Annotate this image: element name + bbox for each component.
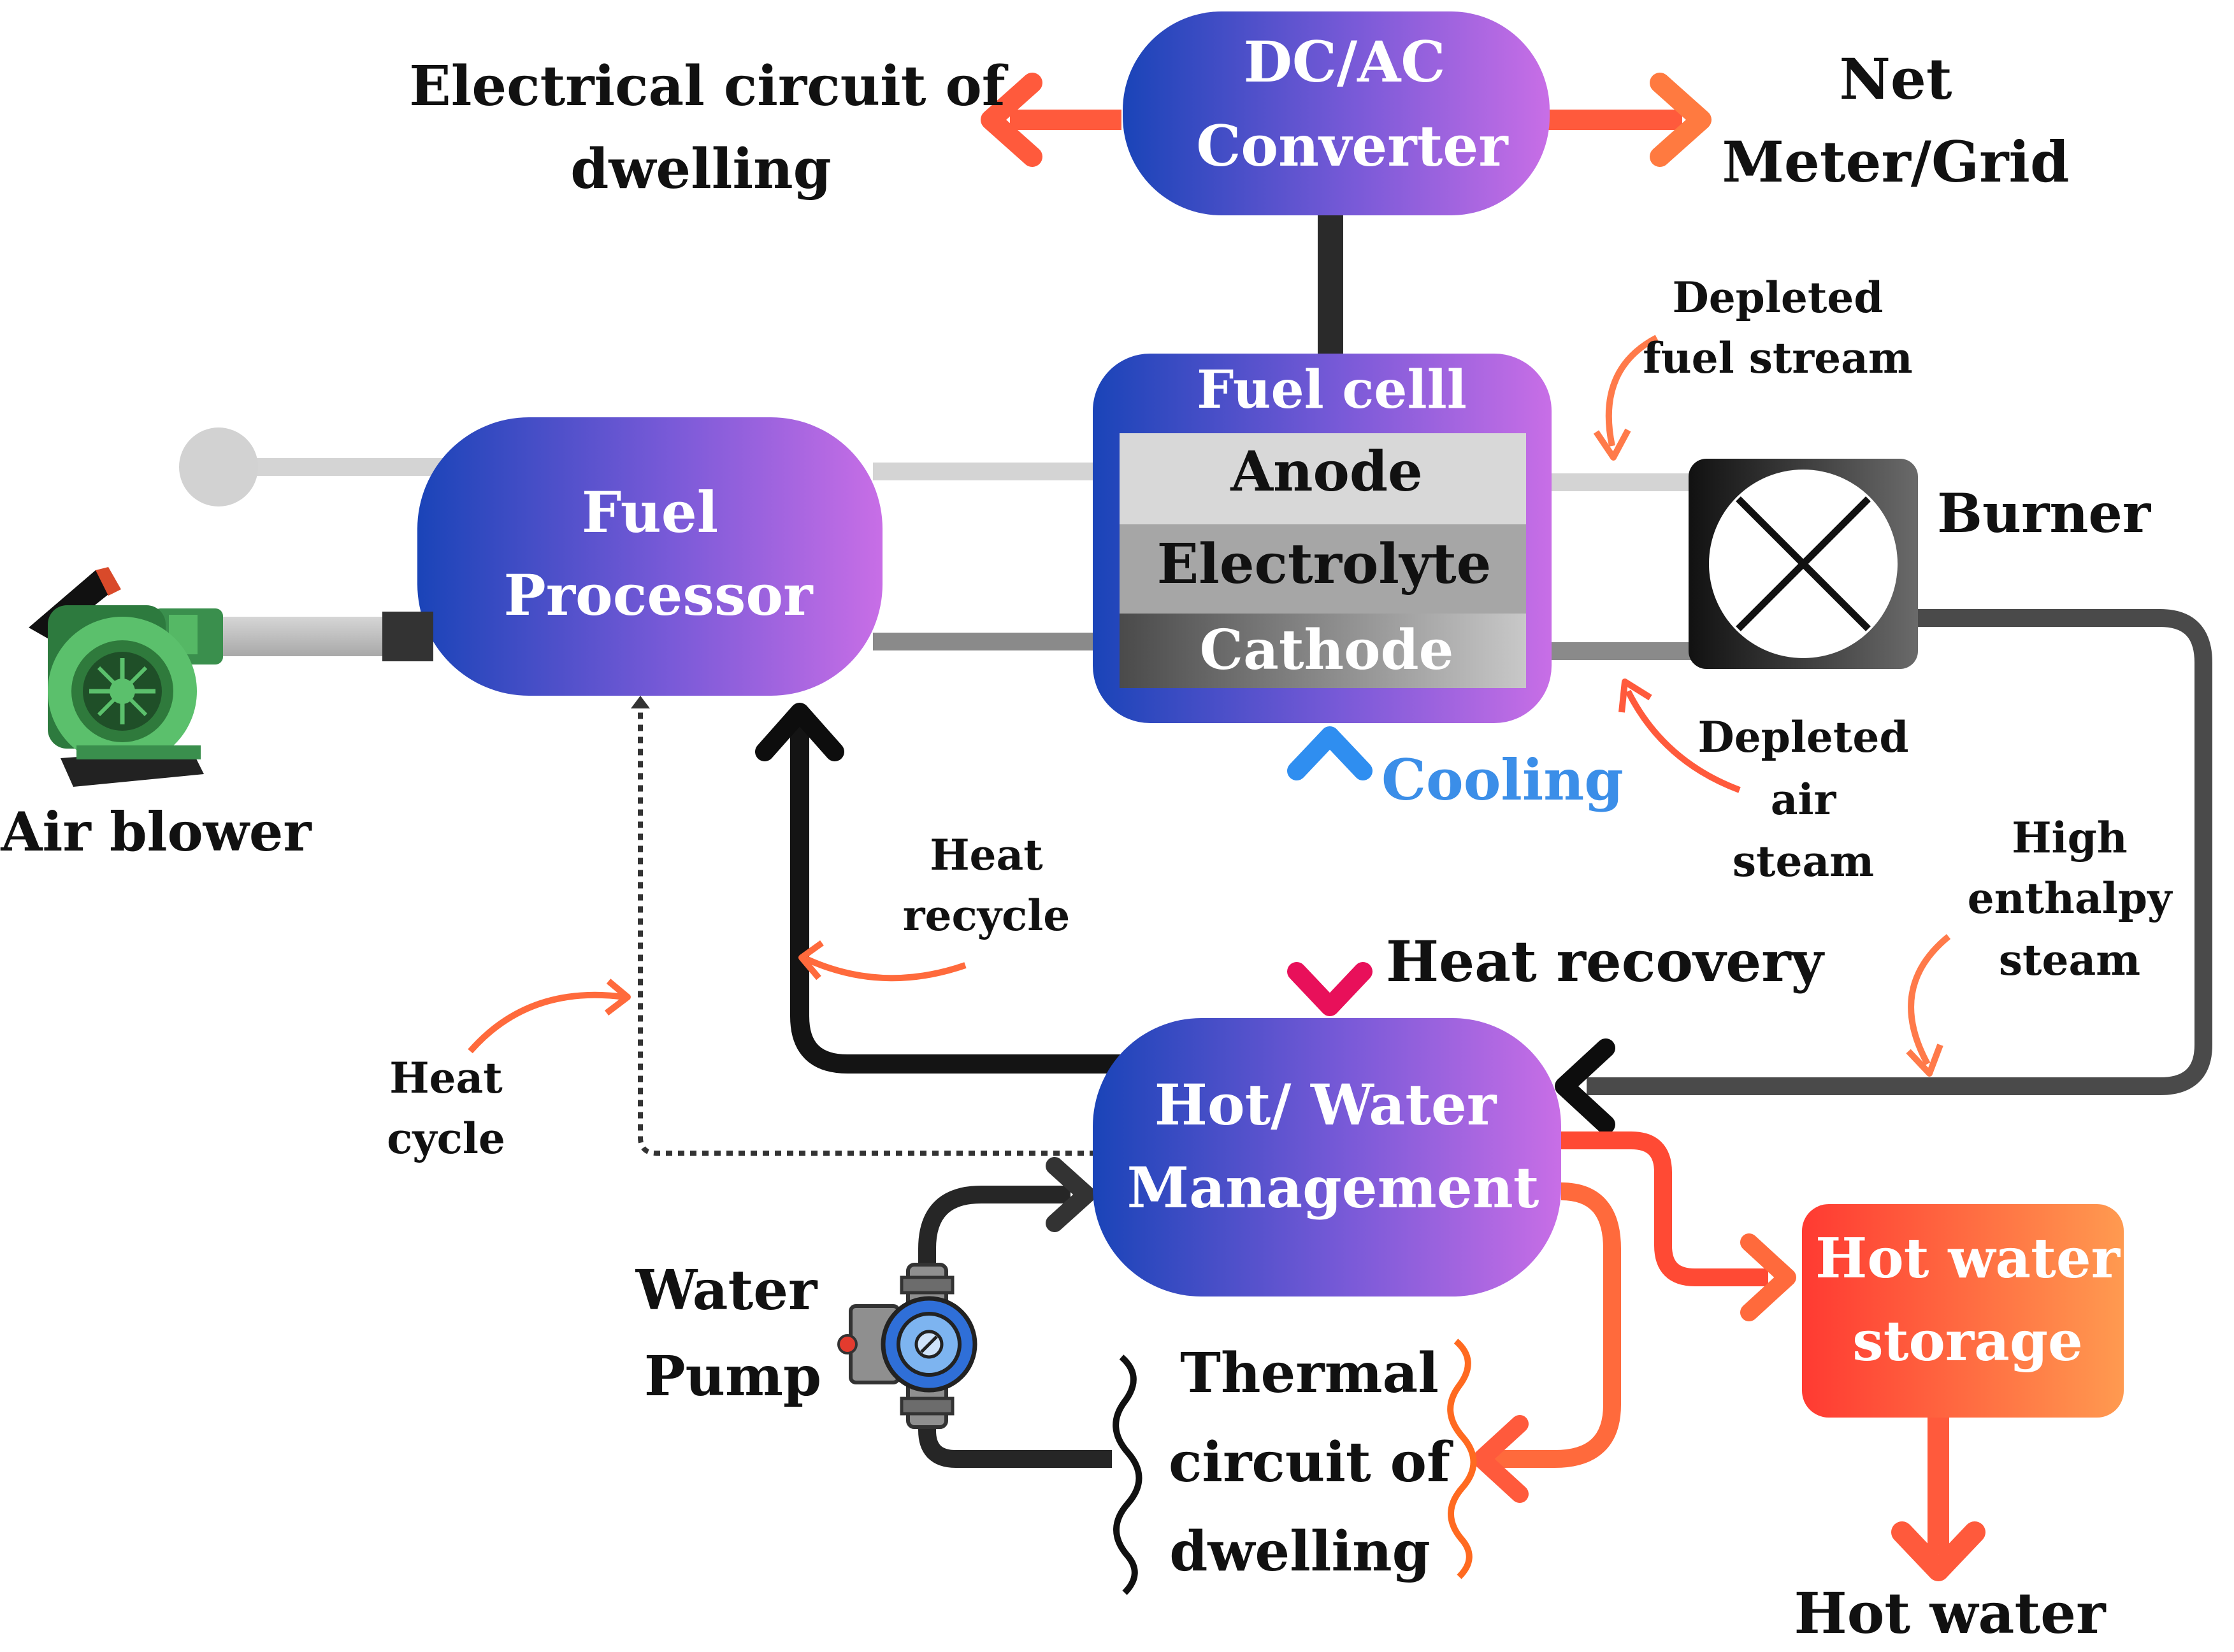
heat-recycle-loop [790, 720, 1134, 1074]
cathode-label: Cathode [1200, 618, 1454, 682]
heat-recovery-label: Heat recovery [1386, 928, 1826, 995]
depleted-air-line1: Depleted [1697, 712, 1908, 762]
fuel-processor-line2: Processor [504, 562, 814, 628]
depleted-air-line3: steam [1733, 837, 1874, 886]
electrical-circuit-line2: dwelling [570, 137, 832, 201]
converter-line2: Converter [1196, 113, 1509, 179]
high-enthalpy-pointer [1908, 934, 1951, 1066]
depleted-air-pointer-head [1618, 679, 1652, 713]
heat-recycle-arrowhead [755, 703, 844, 761]
converter-fuel-cell-link [1318, 210, 1343, 366]
high-enthalpy-line1: High [2012, 813, 2128, 863]
heat-cycle-line2: cycle [387, 1114, 505, 1163]
depleted-fuel-pointer [1605, 334, 1659, 447]
storage-supply-arrow [1561, 1131, 1768, 1286]
burner-cross-b [1736, 496, 1871, 631]
storage-supply-arrowhead [1740, 1233, 1796, 1321]
converter-line1: DC/AC [1244, 29, 1446, 95]
electrical-circuit-line1: Electrical circuit of [409, 54, 1009, 119]
burner-exhaust-pipe [1587, 609, 2212, 1095]
electrolyte-label: Electrolyte [1157, 532, 1492, 596]
depleted-air-pointer [1625, 689, 1741, 793]
thermal-circuit-arrowhead [1473, 1415, 1529, 1503]
heat-cycle-line1: Heat [389, 1053, 503, 1103]
depleted-fuel-line1: Depleted [1672, 273, 1883, 322]
burner-label: Burner [1937, 482, 2152, 545]
net-meter-line2: Meter/Grid [1722, 129, 2069, 195]
heat-recycle-pointer-head [798, 940, 824, 980]
hot-water-outlet-arrowhead [1891, 1521, 1985, 1581]
cooling-label: Cooling [1381, 747, 1624, 813]
air-blower-label: Air blower [0, 800, 312, 863]
burner-exhaust-arrowhead [1555, 1038, 1615, 1134]
fuel-inlet-valve [179, 427, 258, 506]
storage-line2: storage [1852, 1309, 2082, 1374]
pump-outlet-arrowhead [1046, 1157, 1095, 1232]
converter-right-arrowhead [1650, 73, 1712, 167]
heat-recovery-arrowhead-down [1287, 962, 1373, 1016]
storage-line1: Hot water [1815, 1226, 2121, 1291]
thermal-circuit-line1: Thermal [1180, 1341, 1439, 1405]
heat-cycle-arrowhead [631, 696, 650, 708]
air-blower-icon [29, 567, 433, 787]
heat-cycle-pointer [468, 991, 625, 1054]
depleted-air-line2: air [1771, 775, 1837, 824]
hot-water-label: Hot water [1794, 1580, 2107, 1646]
heat-cycle-pointer-head [604, 979, 631, 1016]
hot-water-management-box [1093, 1018, 1561, 1296]
heat-recycle-pointer [804, 956, 967, 982]
thermal-circuit-wave-orange [1447, 1339, 1477, 1579]
water-pump-line2: Pump [644, 1344, 821, 1409]
water-pump-icon [837, 1263, 977, 1429]
hwm-line2: Management [1127, 1154, 1539, 1221]
anode-label: Anode [1230, 440, 1422, 504]
high-enthalpy-line2: enthalpy [1968, 873, 2173, 923]
fuel-cell-title: Fuel celll [1197, 359, 1467, 420]
depleted-fuel-pointer-head [1593, 428, 1631, 461]
fuel-processor-line1: Fuel [582, 479, 718, 545]
heat-cycle-dotted-line [638, 707, 1096, 1156]
thermal-circuit-wave-black [1113, 1354, 1142, 1595]
high-enthalpy-line3: steam [1999, 935, 2140, 985]
pump-outlet-pipe [918, 1186, 1070, 1268]
thermal-circuit-line2: circuit of [1169, 1430, 1453, 1495]
electrolyte-layer [1120, 524, 1526, 614]
hot-water-storage-box [1802, 1204, 2124, 1418]
cathode-layer [1120, 614, 1526, 688]
heat-recycle-line2: recycle [903, 891, 1070, 940]
fuel-processor-box [417, 417, 883, 696]
converter-left-arrowhead [981, 73, 1042, 167]
water-pump-line1: Water [635, 1258, 818, 1323]
high-enthalpy-pointer-head [1906, 1044, 1943, 1077]
depleted-fuel-line2: fuel stream [1643, 333, 1912, 383]
heat-recycle-line1: Heat [930, 830, 1043, 880]
thermal-circuit-line3: dwelling [1169, 1519, 1430, 1584]
dc-ac-converter-box [1123, 11, 1550, 215]
cooling-arrowhead-up [1287, 726, 1373, 780]
pump-inlet-pipe [918, 1421, 1112, 1468]
anode-layer [1120, 433, 1526, 524]
thermal-circuit-arrow [1488, 1182, 1621, 1468]
hwm-line1: Hot/ Water [1155, 1072, 1497, 1138]
net-meter-line1: Net [1839, 46, 1952, 112]
